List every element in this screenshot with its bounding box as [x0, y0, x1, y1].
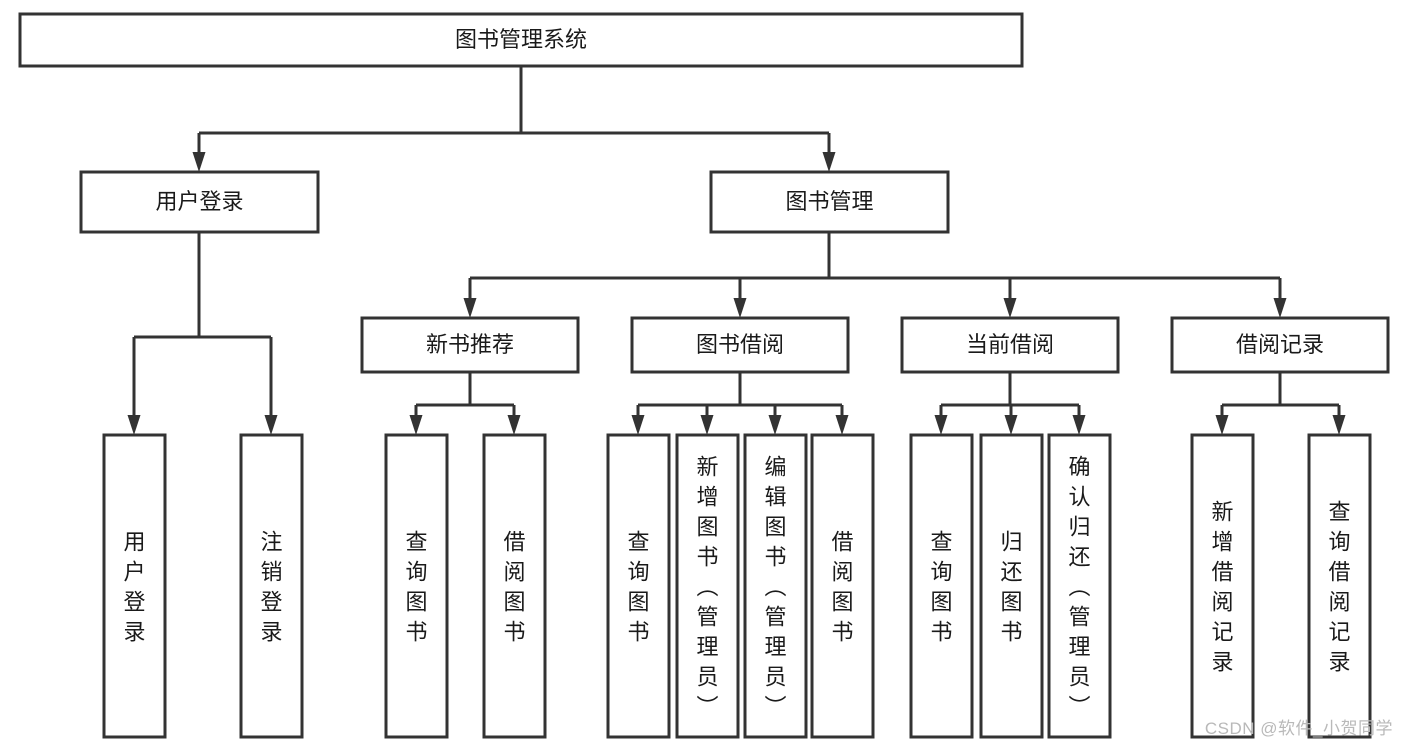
node-leaf-query-book-1[interactable]: 查询图书	[384, 433, 449, 739]
arrow-head-icon	[507, 415, 521, 435]
node-box-leaf-edit-book[interactable]	[743, 433, 808, 739]
node-box-leaf-query-book-1[interactable]	[384, 433, 449, 739]
node-leaf-query-book-3[interactable]: 查询图书	[909, 433, 974, 739]
arrow-head-icon	[1003, 298, 1017, 318]
node-label-leaf-edit-book: 编辑图书︵管理员︶	[764, 454, 786, 719]
node-box-book-borrow[interactable]	[630, 316, 850, 374]
arrow-head-icon	[127, 415, 141, 435]
node-box-leaf-query-book-2[interactable]	[606, 433, 671, 739]
node-box-leaf-borrow-book-2[interactable]	[810, 433, 875, 739]
node-box-leaf-user-login[interactable]	[102, 433, 167, 739]
node-current-borrow[interactable]: 当前借阅	[900, 316, 1120, 374]
node-leaf-query-book-2[interactable]: 查询图书	[606, 433, 671, 739]
node-box-new-book-rec[interactable]	[360, 316, 580, 374]
node-leaf-add-record[interactable]: 新增借阅记录	[1190, 433, 1255, 739]
node-borrow-record[interactable]: 借阅记录	[1170, 316, 1390, 374]
node-leaf-edit-book[interactable]: 编辑图书︵管理员︶	[743, 433, 808, 739]
node-label-user-login: 用户登录	[155, 189, 243, 214]
node-label-leaf-user-logout: 注销登录	[260, 529, 282, 644]
node-label-book-borrow: 图书借阅	[696, 332, 784, 357]
node-label-leaf-borrow-book-1: 借阅图书	[503, 529, 525, 644]
node-box-current-borrow[interactable]	[900, 316, 1120, 374]
node-label-leaf-borrow-book-2: 借阅图书	[831, 529, 853, 644]
edge-group-userlogin-to-leaves	[127, 232, 278, 435]
node-label-borrow-record: 借阅记录	[1236, 332, 1324, 357]
edge-group-bookmanage-to-level2	[463, 232, 1287, 318]
arrow-head-icon	[1072, 415, 1086, 435]
arrow-head-icon	[409, 415, 423, 435]
node-label-leaf-confirm-return: 确认归还︵管理员︶	[1068, 454, 1090, 719]
node-user-login[interactable]: 用户登录	[79, 170, 320, 234]
arrow-head-icon	[1215, 415, 1229, 435]
arrow-head-icon	[1273, 298, 1287, 318]
node-leaf-borrow-book-1[interactable]: 借阅图书	[482, 433, 547, 739]
arrow-head-icon	[463, 298, 477, 318]
node-label-leaf-add-record: 新增借阅记录	[1211, 499, 1233, 674]
edge-group-bookborrow-to-leaves	[631, 372, 849, 435]
arrow-head-icon	[733, 298, 747, 318]
node-box-leaf-add-book[interactable]	[675, 433, 740, 739]
node-label-book-manage: 图书管理	[785, 189, 873, 214]
arrow-head-icon	[631, 415, 645, 435]
node-label-leaf-query-record: 查询借阅记录	[1328, 499, 1350, 674]
node-leaf-query-record[interactable]: 查询借阅记录	[1307, 433, 1372, 739]
edge-group-newbook-to-leaves	[409, 372, 521, 435]
node-label-leaf-user-login: 用户登录	[123, 529, 145, 644]
node-box-book-manage[interactable]	[709, 170, 950, 234]
arrow-head-icon	[192, 152, 206, 172]
arrow-head-icon	[1332, 415, 1346, 435]
arrow-head-icon	[835, 415, 849, 435]
arrow-head-icon	[1004, 415, 1018, 435]
node-box-leaf-query-record[interactable]	[1307, 433, 1372, 739]
node-box-leaf-return-book[interactable]	[979, 433, 1044, 739]
arrow-head-icon	[934, 415, 948, 435]
node-new-book-rec[interactable]: 新书推荐	[360, 316, 580, 374]
node-book-manage[interactable]: 图书管理	[709, 170, 950, 234]
node-box-borrow-record[interactable]	[1170, 316, 1390, 374]
node-box-leaf-add-record[interactable]	[1190, 433, 1255, 739]
nodes-layer: 图书管理系统用户登录图书管理新书推荐图书借阅当前借阅借阅记录用户登录注销登录查询…	[18, 12, 1390, 739]
node-leaf-user-login[interactable]: 用户登录	[102, 433, 167, 739]
node-box-root[interactable]	[18, 12, 1024, 68]
node-label-leaf-query-book-3: 查询图书	[930, 529, 952, 644]
node-leaf-return-book[interactable]: 归还图书	[979, 433, 1044, 739]
edge-group-root-to-level1	[192, 66, 836, 172]
node-label-current-borrow: 当前借阅	[966, 332, 1054, 357]
node-root[interactable]: 图书管理系统	[18, 12, 1024, 68]
node-label-leaf-add-book: 新增图书︵管理员︶	[696, 454, 718, 719]
arrow-head-icon	[700, 415, 714, 435]
node-book-borrow[interactable]: 图书借阅	[630, 316, 850, 374]
node-leaf-borrow-book-2[interactable]: 借阅图书	[810, 433, 875, 739]
node-box-user-login[interactable]	[79, 170, 320, 234]
node-leaf-user-logout[interactable]: 注销登录	[239, 433, 304, 739]
node-label-leaf-query-book-2: 查询图书	[627, 529, 649, 644]
node-box-leaf-query-book-3[interactable]	[909, 433, 974, 739]
node-box-leaf-user-logout[interactable]	[239, 433, 304, 739]
node-box-leaf-confirm-return[interactable]	[1047, 433, 1112, 739]
arrow-head-icon	[768, 415, 782, 435]
arrow-head-icon	[264, 415, 278, 435]
node-label-new-book-rec: 新书推荐	[426, 332, 514, 357]
node-label-root: 图书管理系统	[455, 27, 587, 52]
node-leaf-confirm-return[interactable]: 确认归还︵管理员︶	[1047, 433, 1112, 739]
edge-group-borrowrecord-to-leaves	[1215, 372, 1346, 435]
node-label-leaf-query-book-1: 查询图书	[405, 529, 427, 644]
watermark-label: CSDN @软件_小贺同学	[1204, 719, 1393, 738]
edges-layer	[127, 66, 1346, 435]
node-box-leaf-borrow-book-1[interactable]	[482, 433, 547, 739]
node-label-leaf-return-book: 归还图书	[1000, 529, 1022, 644]
node-leaf-add-book[interactable]: 新增图书︵管理员︶	[675, 433, 740, 739]
edge-group-currentborrow-to-leaves	[934, 372, 1086, 435]
arrow-head-icon	[822, 152, 836, 172]
